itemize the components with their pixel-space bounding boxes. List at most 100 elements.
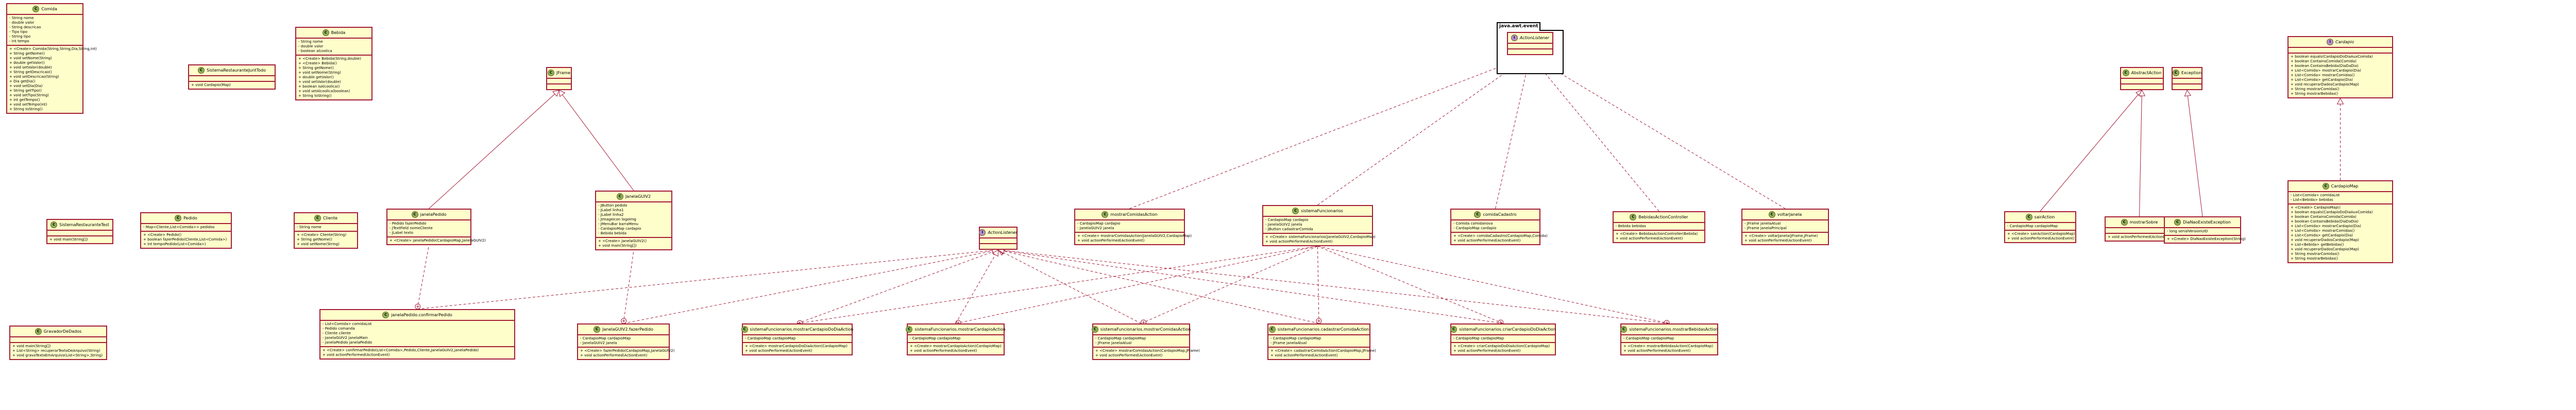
class-name: JanelaGUIV2 — [625, 194, 651, 199]
attributes-section: - Pedido fazerPedido- JTextField nomeCli… — [387, 220, 470, 237]
class-name: sistemaFuncionarios.mostrarCardapioDoDia… — [750, 327, 854, 332]
operation: + void gravaTextoEmArquivo(List<String>,… — [12, 353, 103, 357]
interface-badge-icon: I — [1511, 35, 1518, 41]
operation: + String getNome() — [9, 52, 45, 56]
operation: + boolean ContainsComida(Comida) — [2291, 215, 2357, 219]
operation: + <Create> Bebida() — [298, 61, 337, 65]
operation: + void main(String[]) — [49, 237, 88, 242]
operation: + void recuperarDadosCardapio(Map) — [2291, 82, 2359, 87]
operation: + List<Comida> mostrarComidas() — [2291, 73, 2355, 77]
attribute: - double valor — [298, 44, 324, 48]
attributes-section — [1508, 44, 1552, 49]
operation: + String mostrarBebidas() — [2291, 92, 2338, 96]
operation: + String toString() — [298, 94, 332, 98]
attribute: - String tipo — [9, 35, 31, 39]
operations-section: + <Create> Pedido()+ boolean fazerPedido… — [141, 232, 231, 248]
operations-section: + <Create> cadastrarComidaAction(Cardapi… — [1268, 348, 1376, 359]
attribute: - double valor — [9, 21, 35, 25]
class-badge-icon: C — [32, 6, 40, 12]
attributes-section: - CardapioMap cardapioMap- JFrame janela… — [1268, 335, 1369, 348]
attribute: - List<Comida> comidaList — [2291, 193, 2340, 197]
class-badge-icon: C — [1268, 326, 1276, 333]
operation: + void actionPerformed(ActionEvent) — [1453, 238, 1521, 243]
attributes-section: - String nome- double valor- boolean alc… — [296, 39, 371, 56]
edge-line — [797, 249, 998, 324]
operation: + boolean ContainsBebida(DiaDaDia) — [2291, 219, 2359, 224]
class-badge-icon: C — [594, 326, 601, 333]
operation: + int getTempo() — [9, 98, 40, 102]
edge-line — [1317, 246, 1503, 324]
class-badge-icon: C — [1620, 326, 1628, 333]
operation: + <Create> comidaCadastro(CardapioMap,Co… — [1453, 234, 1548, 238]
operation: + boolean isAlcoolica() — [298, 84, 340, 89]
class-badge-icon: C — [35, 328, 42, 335]
attributes-section: - Comida comidanova- CardapioMap cardapi… — [1451, 220, 1539, 233]
operations-section: + void actionPerformed(ActionEvent) — [2106, 234, 2175, 241]
attributes-section — [2106, 228, 2173, 234]
operations-section: + <Create> mostrarComidasAction(Cardapio… — [1093, 348, 1200, 359]
operations-section: + <Create> JanelaGUIV2()+ void main(Stri… — [596, 238, 671, 249]
class-name: JanelaGUIV2.fazerPedido — [602, 327, 653, 332]
operation: + void main(String[]) — [12, 344, 51, 348]
attribute: - CardapioMap cardapioMap — [745, 336, 796, 340]
edge-line — [558, 90, 634, 191]
edge-nested — [1317, 246, 1504, 326]
operations-section: + <Create> janelaPedido(CardapioMap,Jane… — [387, 237, 486, 244]
operation: + boolean ContainsComida(Comida) — [2291, 59, 2357, 63]
class-name: mostrarSobre — [2129, 220, 2158, 225]
attribute: - Pedido fazerPedido — [389, 221, 427, 226]
class-badge-icon: C — [2122, 70, 2129, 76]
operation: + <Create> Comida(String,String,Dia,Stri… — [9, 47, 97, 51]
attribute: - JFrame janelaPrincipal — [1744, 226, 1787, 230]
class-name: sairAction — [2034, 215, 2055, 219]
operations-section: + <Create> CardapioMap()+ boolean equals… — [2289, 204, 2392, 262]
nested-class-plus-icon — [622, 319, 625, 323]
class-badge-icon: C — [2121, 219, 2128, 226]
operation: + List<Bebida> getBebidas() — [2291, 243, 2344, 247]
operation: + <Create> DiaNaoExisteException(String) — [2167, 237, 2246, 241]
attribute: - Comida comidanova — [1453, 221, 1493, 226]
attribute: - JButton pedido — [598, 203, 628, 208]
edge-implements — [1495, 54, 1533, 209]
class-name: sistemaFuncionarios.criarCardapioDoDiaAc… — [1459, 327, 1556, 332]
